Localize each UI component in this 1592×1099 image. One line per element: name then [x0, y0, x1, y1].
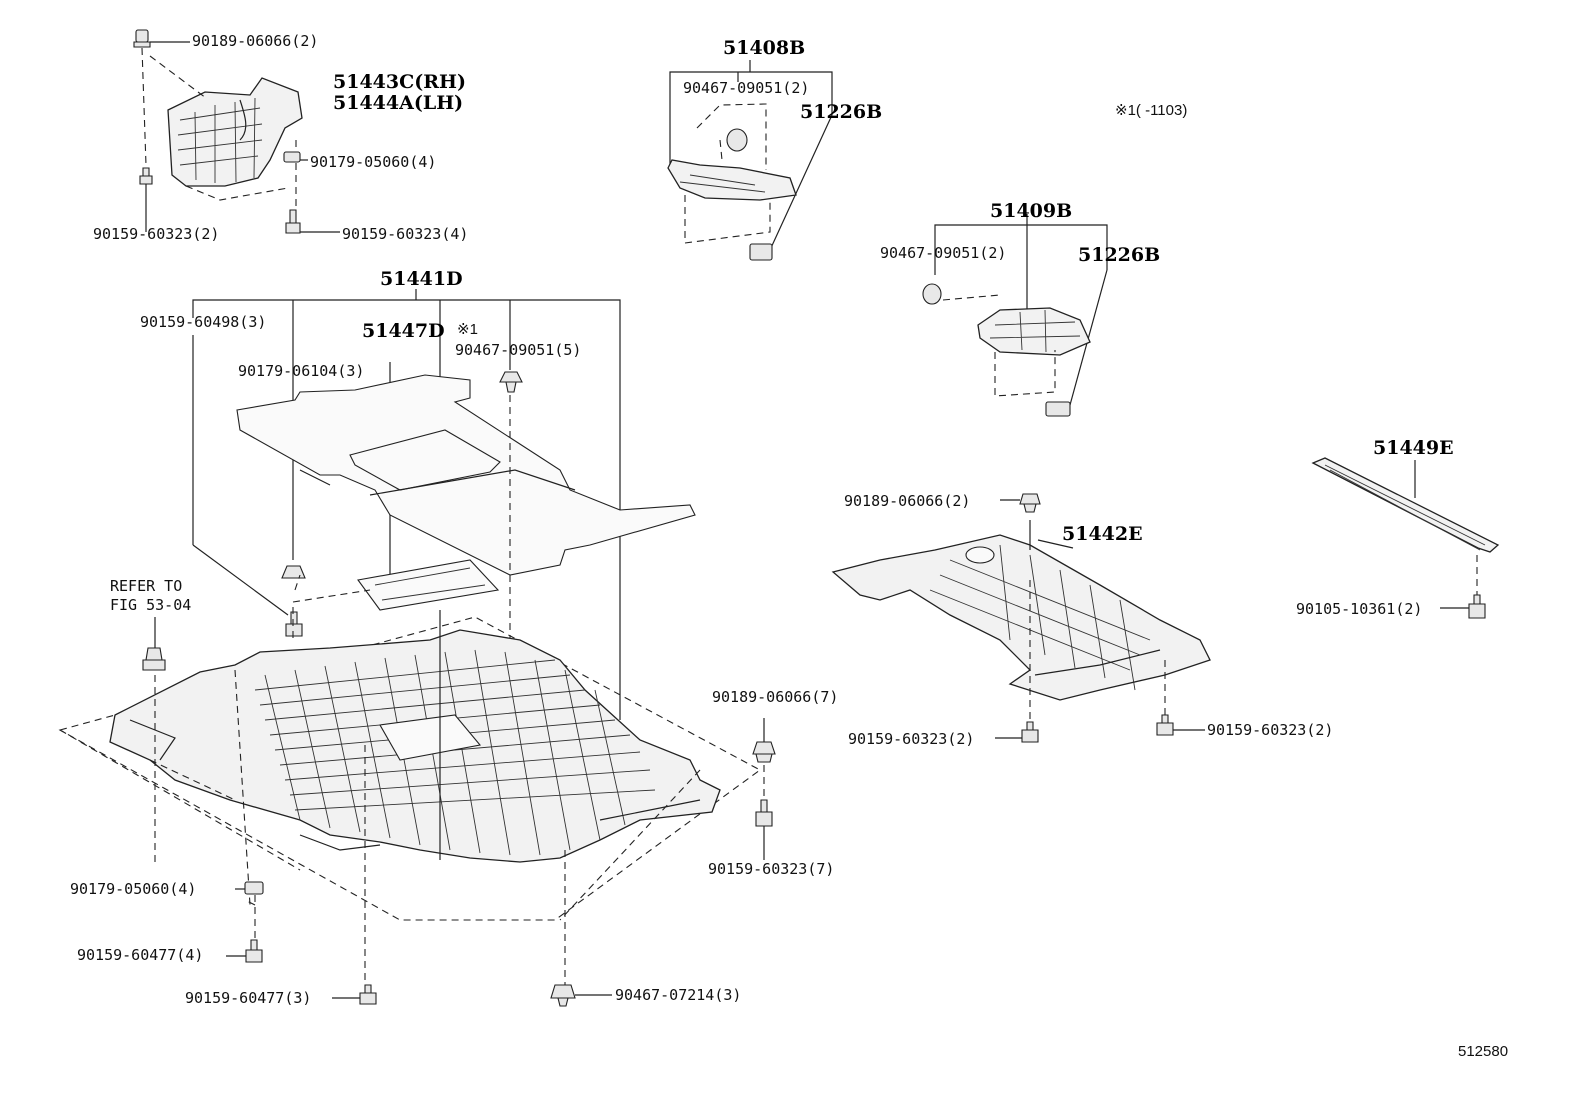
label-90179-05060-bottom: 90179-05060(4) — [70, 880, 197, 898]
label-90159-60477-a: 90159-60477(4) — [77, 946, 204, 964]
label-90159-60477-b: 90159-60477(3) — [185, 989, 312, 1007]
part-51409b-drawing — [922, 214, 1108, 417]
label-51441d: 51441D — [380, 268, 463, 290]
label-51443c: 51443C(RH) — [333, 71, 466, 93]
label-51408b: 51408B — [723, 37, 806, 59]
label-90189-06066-mid: 90189-06066(2) — [844, 492, 971, 510]
label-90159-60323-d: 90159-60323(2) — [848, 730, 975, 748]
part-51442e-drawing — [831, 493, 1211, 743]
label-fig-53-04: FIG 53-04 — [110, 596, 192, 614]
label-90105-10361: 90105-10361(2) — [1296, 600, 1423, 618]
label-note: ※1( -1103) — [1115, 102, 1188, 119]
label-51444a: 51444A(LH) — [333, 92, 464, 114]
label-90467-09051-c: 90467-09051(5) — [455, 341, 582, 359]
top-left-hardware — [133, 29, 340, 234]
label-90159-60498: 90159-60498(3) — [140, 313, 267, 331]
label-51226b-a: 51226B — [800, 101, 883, 123]
label-90467-07214: 90467-07214(3) — [615, 986, 742, 1004]
label-90189-06066-top: 90189-06066(2) — [192, 32, 319, 50]
label-90189-06066-right: 90189-06066(7) — [712, 688, 839, 706]
label-90159-60323-e: 90159-60323(2) — [1207, 721, 1334, 739]
diagram-id: 512580 — [1458, 1043, 1509, 1060]
label-90179-05060-top: 90179-05060(4) — [310, 153, 437, 171]
label-90467-09051-a: 90467-09051(2) — [683, 79, 810, 97]
main-undercover — [58, 610, 762, 985]
main-cover-hardware — [226, 718, 776, 1007]
label-90467-09051-b: 90467-09051(2) — [880, 244, 1007, 262]
part-51441d-drawing — [192, 289, 696, 720]
label-90159-60323-a: 90159-60323(2) — [93, 225, 220, 243]
label-51449e: 51449E — [1373, 437, 1454, 459]
label-90179-06104: 90179-06104(3) — [238, 362, 365, 380]
label-51442e: 51442E — [1062, 523, 1143, 545]
part-51408b-drawing — [667, 60, 833, 261]
label-refer-to: REFER TO — [110, 577, 183, 595]
label-mark-1: ※1 — [457, 321, 478, 338]
label-90159-60323-f: 90159-60323(7) — [708, 860, 835, 878]
side-cover-part — [167, 77, 303, 187]
label-90159-60323-b: 90159-60323(4) — [342, 225, 469, 243]
label-51226b-b: 51226B — [1078, 244, 1161, 266]
label-51409b: 51409B — [990, 200, 1073, 222]
part-51449e-drawing — [1311, 457, 1500, 619]
label-51447d: 51447D — [362, 320, 445, 342]
